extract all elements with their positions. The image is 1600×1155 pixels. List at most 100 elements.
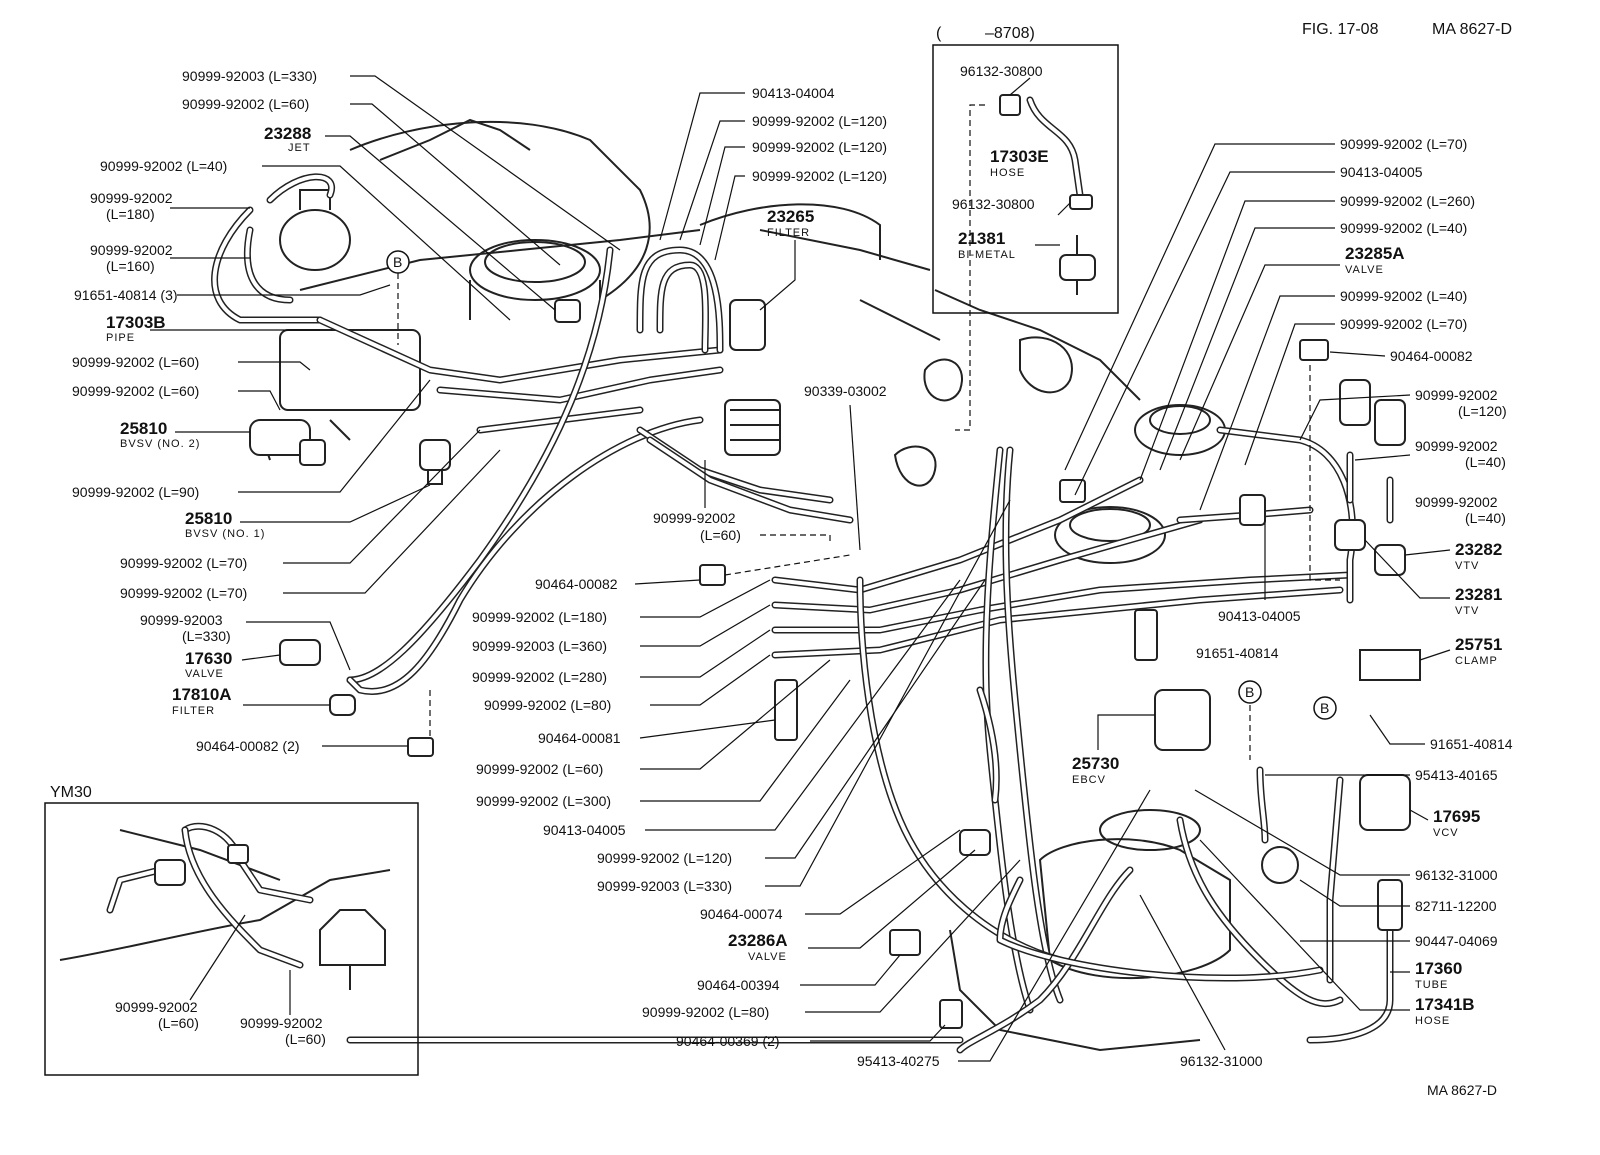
part-label: 90413-04005 [1340,164,1423,180]
center-labels: 90464-00082 90999-92002 (L=180) 90999-92… [472,499,1263,1069]
clamp-82711-icon [1261,846,1299,884]
part-label: 90999-92002 (L=280) [472,669,607,685]
part-label: BVSV (NO. 2) [120,438,200,450]
inset-8708: ( –8708) 96132-30800 17303E HOSE 96132-3… [932,25,1119,431]
figure-code-bottom: MA 8627-D [1427,1082,1497,1098]
part-label: 90999-92002 (L=260) [1340,193,1475,209]
part-label: EBCV [1072,774,1106,786]
part-label: 90999-92002 (L=80) [642,1004,769,1020]
inset-label: 17303E [990,147,1049,166]
part-label: 95413-40165 [1415,767,1498,783]
part-label: HOSE [1415,1015,1450,1027]
part-label: 90999-92003 (L=330) [182,68,317,84]
part-label: 90999-92002 [1415,438,1498,454]
clip-90464-00082-icon [699,564,726,586]
part-label: 23288 [264,124,311,143]
part-label: 90999-92002 (L=40) [100,158,227,174]
part-label: 90999-92002 (L=120) [597,850,732,866]
part-label: 90464-00082 (2) [196,738,300,754]
part-label: VTV [1455,605,1479,617]
clip-90464-00081-icon [774,679,798,741]
part-label: 90464-00394 [697,977,780,993]
valve-23286a-icon [959,829,991,856]
inset-label: 96132-30800 [960,63,1043,79]
hose-routing [211,173,1394,1054]
part-label: (L=120) [1458,403,1507,419]
inset-label: 21381 [958,229,1005,248]
clip-90464-00369-icon [939,999,963,1029]
part-label: 25751 [1455,635,1502,654]
part-label: 90999-92002 [1415,494,1498,510]
inset-label: HOSE [990,167,1025,179]
ym30-label: (L=60) [285,1031,326,1047]
part-label: (L=180) [106,206,155,222]
filter-17810a-icon [329,694,356,716]
clamp-25751-icon [1359,649,1421,681]
part-label: (L=40) [1465,454,1506,470]
part-label: CLAMP [1455,655,1498,667]
ym30-label: 90999-92002 [240,1015,323,1031]
part-label: 90999-92002 (L=180) [472,609,607,625]
part-label: 90999-92002 (L=90) [72,484,199,500]
inset-8708-open: ( [936,25,942,42]
inset-8708-title: –8708) [985,25,1035,42]
valve-23285a-icon [1239,494,1266,526]
part-label: 90464-00369 (2) [676,1033,780,1049]
figure-code-top: MA 8627-D [1432,21,1512,38]
part-label: 90999-92002 [90,242,173,258]
part-label: BVSV (NO. 1) [185,528,265,540]
part-label: 25810 [120,419,167,438]
callout-letter: B [1320,700,1329,716]
clip-90464-00394-icon [889,929,921,956]
inset-ym30: YM30 90999-92002 (L=60) 90999-92002 (L=6… [44,784,419,1076]
part-label: (L=40) [1465,510,1506,526]
part-label: 90464-00082 [535,576,618,592]
part-label: 90999-92002 (L=120) [752,168,887,184]
part-label: 91651-40814 [1196,645,1279,661]
part-label: 90999-92002 (L=60) [182,96,309,112]
components [249,299,1421,1029]
bvsv-no2-icon [249,419,311,456]
part-label: 90999-92002 (L=40) [1340,220,1467,236]
part-label: 91651-40814 (3) [74,287,178,303]
ebcv-25730-icon [1154,689,1211,751]
part-label: 90999-92002 (L=70) [120,555,247,571]
part-label: 17303B [106,313,166,332]
part-label: TUBE [1415,979,1448,991]
valve-17630-icon [279,639,321,666]
part-label: 96132-31000 [1180,1053,1263,1069]
left-labels: 90999-92003 (L=330) 90999-92002 (L=60) 2… [72,68,621,754]
part-label: FILTER [172,705,215,717]
top-center-labels: 90413-04004 90999-92002 (L=120) 90999-92… [653,85,887,551]
part-label: 90999-92002 (L=120) [752,113,887,129]
part-label: VALVE [748,951,787,963]
filter-23265-icon [729,299,766,351]
part-label: 90413-04004 [752,85,835,101]
part-label: 90999-92002 [653,510,736,526]
part-label: 95413-40275 [857,1053,940,1069]
part-label: 90999-92002 (L=70) [1340,316,1467,332]
vtv-23282-icon [1339,379,1371,426]
part-label: 23265 [767,207,814,226]
part-label: 90999-92002 (L=60) [72,383,199,399]
part-label: 90999-92002 (L=60) [72,354,199,370]
part-label: 17360 [1415,959,1462,978]
vcv-17695-icon [1359,774,1411,831]
ym30-label: 90999-92002 [115,999,198,1015]
part-label: 90464-00082 [1390,348,1473,364]
clip-90464-00082-2-icon [407,737,434,757]
callout-b-right: B [1313,696,1337,720]
part-label: 82711-12200 [1415,898,1497,914]
part-label: 90413-04005 [543,822,626,838]
clip-90464-00082-r-icon [1299,339,1329,361]
part-label: 17810A [172,685,232,704]
part-label: 90999-92003 [140,612,223,628]
callout-letter: B [1245,684,1254,700]
part-label: 25730 [1072,754,1119,773]
part-label: 17341B [1415,995,1475,1014]
part-label: 90999-92003 (L=360) [472,638,607,654]
tube-17360-icon [1377,879,1403,931]
part-label: 90464-00081 [538,730,621,746]
